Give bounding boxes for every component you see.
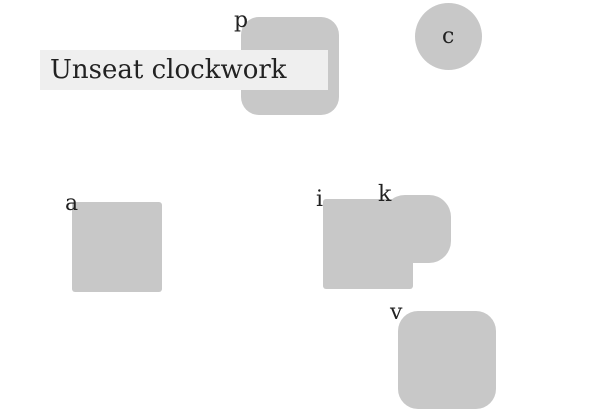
shape-label-p: p	[234, 8, 249, 33]
shape-label-k: k	[378, 182, 392, 207]
shape-label-i: i	[316, 187, 324, 212]
instruction-text: Unseat clockwork	[40, 50, 328, 90]
shape-a[interactable]	[72, 202, 162, 292]
shape-i[interactable]	[323, 199, 413, 289]
shape-label-a: a	[65, 191, 79, 216]
shape-label-c: c	[442, 24, 455, 49]
shape-v[interactable]	[398, 311, 496, 409]
shape-c[interactable]	[415, 3, 482, 70]
shape-label-v: v	[390, 300, 403, 325]
